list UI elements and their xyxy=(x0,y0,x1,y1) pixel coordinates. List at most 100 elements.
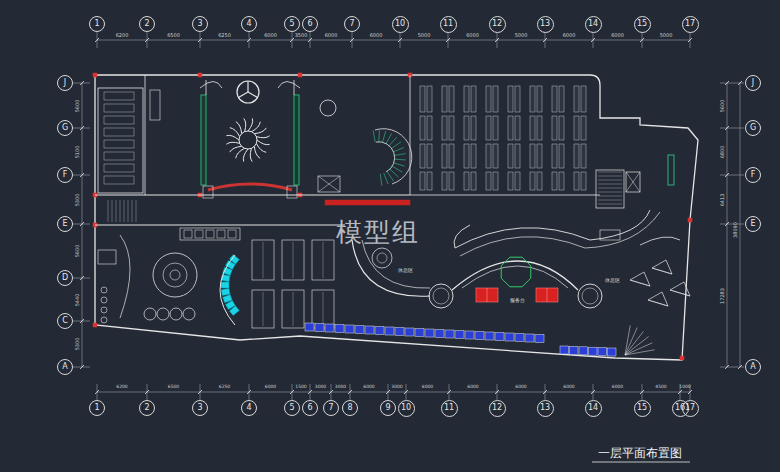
axis-number: 7 xyxy=(328,404,333,412)
axis-bubble: E xyxy=(745,216,761,232)
plan-path xyxy=(120,235,130,318)
shelf-unit xyxy=(442,144,447,168)
dim-tick xyxy=(308,38,312,42)
window-bench xyxy=(455,331,464,339)
window-bench xyxy=(445,330,454,338)
sunburst-ray xyxy=(226,142,239,144)
dim-tick xyxy=(247,38,251,42)
sunburst-ray xyxy=(254,146,260,158)
plan-rect xyxy=(282,290,304,328)
stair-tread xyxy=(598,176,622,177)
red-arc xyxy=(208,184,292,190)
stair-tread xyxy=(380,174,382,186)
shelf xyxy=(104,104,134,112)
axis-bubble: 5 xyxy=(284,400,300,416)
shelf-unit xyxy=(449,86,454,112)
sunburst-ray xyxy=(254,128,266,134)
plan-rect xyxy=(282,240,304,280)
shelf-unit xyxy=(471,172,476,190)
plan-circle xyxy=(101,317,107,323)
stair-tread xyxy=(128,200,129,222)
axis-number: 4 xyxy=(246,20,251,28)
dim-tick xyxy=(725,173,729,177)
stair-tread xyxy=(393,163,404,167)
stair-tread xyxy=(394,154,406,156)
dimension: 5440 xyxy=(75,293,80,306)
stair-tread xyxy=(120,200,121,222)
shelf-unit xyxy=(559,172,564,190)
axis-number: 14 xyxy=(588,20,598,28)
shelf-unit xyxy=(420,144,425,168)
plan-line xyxy=(323,242,324,278)
axis-number: 12 xyxy=(492,404,502,412)
window-bench xyxy=(598,348,607,356)
dimension: 38090 xyxy=(733,222,738,238)
plan-line xyxy=(294,80,295,95)
stair-tread xyxy=(373,130,375,142)
dimension: 6000 xyxy=(325,33,338,38)
window-bench xyxy=(570,346,579,354)
watermark: 模型组 xyxy=(336,219,420,245)
window-bench xyxy=(365,326,374,334)
plan-line xyxy=(145,75,146,195)
axis-bubble: J xyxy=(57,75,73,91)
dim-tick xyxy=(80,276,84,280)
axis-bubble: 4 xyxy=(241,400,257,416)
dimension: 5300 xyxy=(75,338,80,351)
dim-tick xyxy=(404,390,408,394)
dim-tick xyxy=(398,38,402,42)
sunburst xyxy=(239,131,257,149)
shelf-unit xyxy=(427,172,432,190)
dimension: 3000 xyxy=(391,385,402,390)
plan-line xyxy=(410,75,411,195)
plan-line xyxy=(410,195,600,196)
shelf-unit xyxy=(508,86,513,112)
window-bench xyxy=(395,328,404,336)
stair-tread xyxy=(384,173,388,184)
sunburst-ray xyxy=(250,148,252,161)
plan-rect xyxy=(98,88,143,193)
shelf-unit xyxy=(574,116,579,140)
shelf-unit xyxy=(552,144,557,168)
plan-circle xyxy=(170,270,180,280)
dimension: 6200 xyxy=(116,33,129,38)
axis-bubble: 14 xyxy=(585,400,602,417)
shelf-unit xyxy=(420,86,425,112)
logo xyxy=(237,81,259,103)
axis-bubble: 12 xyxy=(489,16,506,33)
plan-rect xyxy=(600,230,620,240)
dim-tick xyxy=(348,390,352,394)
plan-line xyxy=(95,195,410,196)
shelf-unit xyxy=(537,116,542,140)
dim-tick xyxy=(678,390,682,394)
dim-tick xyxy=(640,390,644,394)
stair-tread xyxy=(598,188,622,189)
dim-tick xyxy=(329,390,333,394)
dimension: 6000 xyxy=(363,385,374,390)
plan-rect xyxy=(184,230,192,238)
fan-line xyxy=(625,350,655,355)
shelf-unit xyxy=(442,172,447,190)
axis-bubble: E xyxy=(57,216,73,232)
shelf-unit xyxy=(471,144,476,168)
dimension: 3000 xyxy=(335,385,346,390)
shelf-unit xyxy=(559,144,564,168)
shelf-unit xyxy=(508,116,513,140)
kiosk xyxy=(501,257,531,287)
plan-circle xyxy=(372,248,392,268)
dim-tick xyxy=(738,365,742,369)
stair-tread xyxy=(389,137,397,146)
dimension: 6250 xyxy=(219,385,230,390)
axis-bubble: 10 xyxy=(398,400,415,417)
plan-path xyxy=(220,255,235,325)
axis-number: 2 xyxy=(144,404,149,412)
plan-rect xyxy=(150,90,160,120)
axis-bubble: 9 xyxy=(380,400,396,416)
stair-tread xyxy=(386,134,392,144)
shelf-unit xyxy=(581,86,586,112)
window-bench xyxy=(608,348,617,356)
dim-tick xyxy=(446,38,450,42)
stair-tread xyxy=(112,200,113,222)
counter xyxy=(536,288,558,302)
plan-line xyxy=(318,176,340,192)
